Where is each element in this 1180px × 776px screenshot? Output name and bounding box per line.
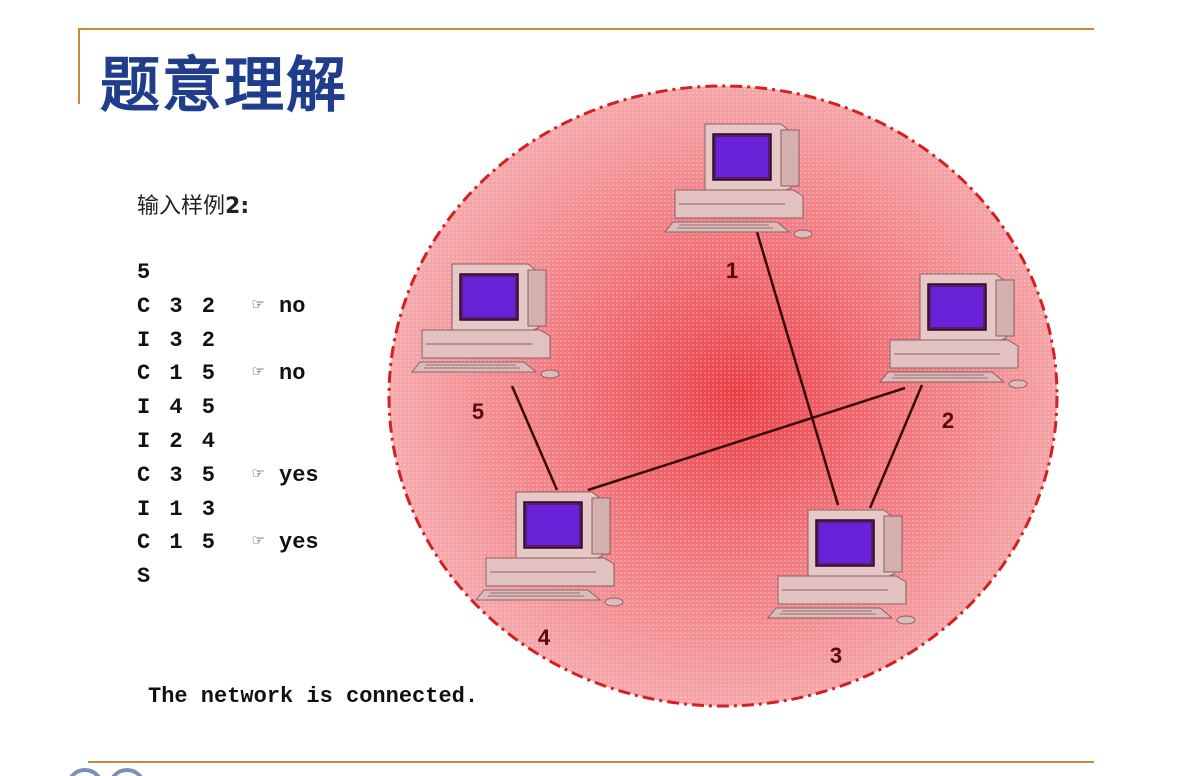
title-top-rule — [78, 28, 1094, 30]
command-list: 5 C 3 2 ☞ no I 3 2 C 1 5 ☞ no I 4 5 I 2 4 C 3 5 ☞ ye… — [137, 256, 319, 594]
node-label: 3 — [830, 643, 842, 668]
conclusion-text: The network is connected. — [148, 684, 479, 709]
command-line: C 3 2 ☞ no — [137, 290, 319, 324]
command-line: C 1 5 ☞ no — [137, 357, 319, 391]
command-text: S — [137, 564, 154, 590]
pointing-hand-icon: ☞ — [252, 363, 264, 384]
command-result: yes — [279, 462, 319, 488]
computer-icon — [474, 491, 624, 607]
sample-label-number: 2: — [225, 194, 250, 219]
link-line — [587, 386, 906, 492]
sample-label-prefix: 输入样例 — [137, 194, 226, 219]
command-line: I 1 3 — [137, 493, 319, 527]
command-text: I 3 2 — [137, 327, 219, 353]
command-line: I 3 2 — [137, 324, 319, 358]
command-result: no — [279, 293, 306, 319]
command-text: C 3 2 — [137, 293, 219, 319]
command-text: C 1 5 — [137, 361, 219, 387]
command-result: no — [279, 361, 306, 387]
command-text: I 4 5 — [137, 395, 219, 421]
command-text: 5 — [137, 260, 154, 285]
network-circle-border — [387, 84, 1059, 708]
footer-logo — [64, 768, 164, 776]
page-title: 题意理解 — [100, 51, 348, 121]
command-line: I 2 4 — [137, 425, 319, 459]
title-left-rule — [78, 28, 80, 104]
link-line — [755, 231, 840, 506]
computer-icon — [663, 123, 813, 239]
command-line: I 4 5 — [137, 391, 319, 425]
pointing-hand-icon: ☞ — [252, 464, 264, 485]
command-line: C 3 5 ☞ yes — [137, 459, 319, 493]
computer-icon — [410, 263, 560, 379]
pointing-hand-icon: ☞ — [252, 295, 264, 316]
command-result: yes — [279, 530, 319, 556]
command-line: C 1 5 ☞ yes — [137, 526, 319, 560]
link-line — [510, 385, 559, 491]
command-line: 5 — [137, 256, 319, 290]
computer-icon — [878, 273, 1028, 389]
node-label: 5 — [472, 399, 484, 424]
pointing-hand-icon: ☞ — [252, 532, 264, 553]
sample-label: 输入样例2: — [137, 188, 249, 220]
command-text: I 1 3 — [137, 496, 219, 522]
command-text: C 1 5 — [137, 530, 219, 556]
footer-rule — [88, 761, 1094, 763]
command-line: S — [137, 560, 319, 594]
node-label: 4 — [538, 625, 551, 650]
link-line — [868, 384, 924, 509]
node-label: 1 — [726, 258, 738, 283]
command-text: C 3 5 — [137, 462, 219, 488]
node-label: 2 — [942, 408, 954, 433]
computer-icon — [766, 509, 916, 625]
command-text: I 2 4 — [137, 428, 219, 454]
